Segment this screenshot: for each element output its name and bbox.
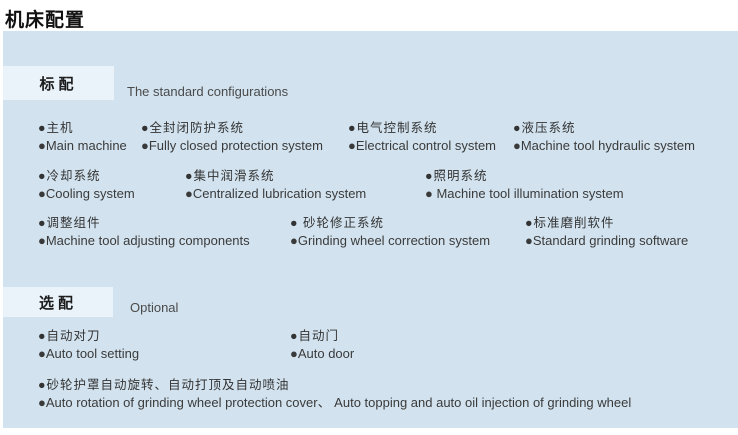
item-cn: ●主机 <box>38 121 74 135</box>
item-hydraulic-system: ●液压系统 ●Machine tool hydraulic system <box>513 119 695 155</box>
item-cn: ●全封闭防护系统 <box>141 121 245 135</box>
item-en: ●Centralized lubrication system <box>185 186 367 201</box>
item-cn: ●标准磨削软件 <box>525 216 615 230</box>
standard-tab-label: 标配 <box>39 75 78 93</box>
item-auto-rotation-protection-cover: ●砂轮护罩自动旋转、自动打顶及自动喷油 ●Auto rotation of gr… <box>38 376 631 412</box>
item-en: ●Standard grinding software <box>525 233 689 248</box>
item-en: ● Machine tool illumination system <box>425 186 624 201</box>
item-en: ●Cooling system <box>38 186 135 201</box>
item-grinding-software: ●标准磨削软件 ●Standard grinding software <box>525 214 688 250</box>
item-cn: ●调整组件 <box>38 216 101 230</box>
item-cn: ●集中润滑系统 <box>185 169 275 183</box>
item-cooling-system: ●冷却系统 ●Cooling system <box>38 167 135 203</box>
optional-tab-label: 选配 <box>38 294 77 312</box>
item-cn: ●自动对刀 <box>38 329 101 343</box>
item-en: ●Electrical control system <box>348 138 497 153</box>
item-en: ●Machine tool hydraulic system <box>513 138 695 153</box>
item-cn: ●照明系统 <box>425 169 488 183</box>
item-electrical-control: ●电气控制系统 ●Electrical control system <box>348 119 496 155</box>
item-auto-tool-setting: ●自动对刀 ●Auto tool setting <box>38 327 139 363</box>
item-cn: ●液压系统 <box>513 121 576 135</box>
item-en: ●Grinding wheel correction system <box>290 233 491 248</box>
item-adjusting-components: ●调整组件 ●Machine tool adjusting components <box>38 214 250 250</box>
item-auto-door: ●自动门 ●Auto door <box>290 327 354 363</box>
item-fully-closed-protection: ●全封闭防护系统 ●Fully closed protection system <box>141 119 323 155</box>
item-en: ●Auto rotation of grinding wheel protect… <box>38 395 632 410</box>
item-en: ●Main machine <box>38 138 127 153</box>
item-wheel-correction: ● 砂轮修正系统 ●Grinding wheel correction syst… <box>290 214 490 250</box>
standard-tab: 标配 <box>3 66 114 100</box>
page-title: 机床配置 <box>5 10 86 31</box>
item-cn: ● 砂轮修正系统 <box>290 216 385 230</box>
item-cn: ●砂轮护罩自动旋转、自动打顶及自动喷油 <box>38 378 290 392</box>
item-cn: ●冷却系统 <box>38 169 101 183</box>
item-en: ●Fully closed protection system <box>141 138 323 153</box>
standard-caption: The standard configurations <box>127 84 289 99</box>
item-cn: ●自动门 <box>290 329 340 343</box>
item-centralized-lubrication: ●集中润滑系统 ●Centralized lubrication system <box>185 167 366 203</box>
item-en: ●Auto tool setting <box>38 346 140 361</box>
optional-caption: Optional <box>130 300 179 315</box>
item-illumination-system: ●照明系统 ● Machine tool illumination system <box>425 167 624 203</box>
optional-tab: 选配 <box>3 287 113 317</box>
item-main-machine: ●主机 ●Main machine <box>38 119 127 155</box>
item-en: ●Machine tool adjusting components <box>38 233 250 248</box>
item-cn: ●电气控制系统 <box>348 121 438 135</box>
configuration-panel: 标配 The standard configurations ●主机 ●Main… <box>3 31 738 428</box>
item-en: ●Auto door <box>290 346 355 361</box>
